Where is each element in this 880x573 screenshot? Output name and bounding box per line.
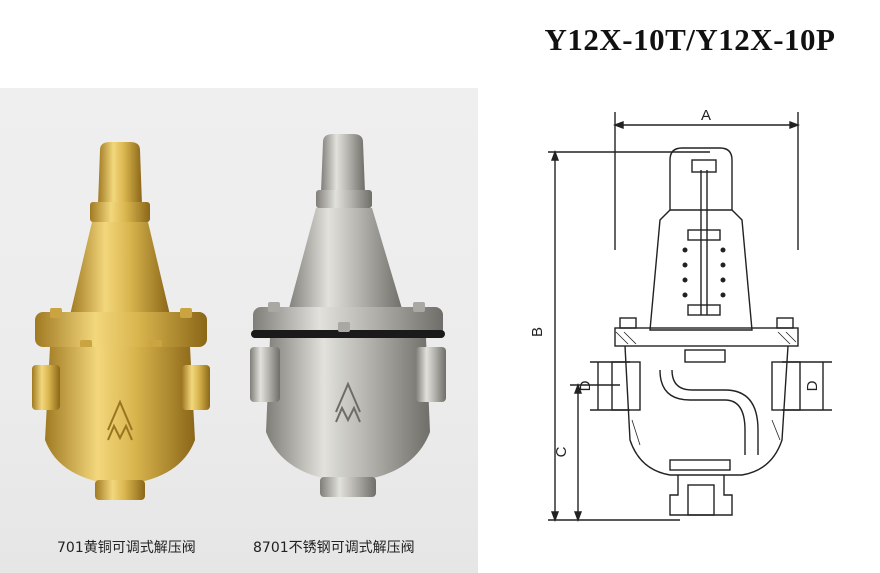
- dimension-b-label: B: [529, 327, 546, 337]
- brass-valve-caption: 701黄铜可调式解压阀: [57, 540, 196, 556]
- stainless-valve-image: [250, 134, 446, 497]
- dimension-d-left-label: D: [577, 380, 594, 391]
- brass-valve-image: [32, 142, 210, 500]
- dimension-d-right-label: D: [804, 380, 821, 391]
- dimension-c-label: C: [553, 446, 570, 457]
- model-title: Y12X-10T/Y12X-10P: [544, 22, 836, 57]
- stainless-valve-caption: 8701不锈钢可调式解压阀: [253, 540, 415, 556]
- valve-technical-drawing: A B C D D: [529, 107, 832, 522]
- dimension-a-label: A: [701, 107, 711, 124]
